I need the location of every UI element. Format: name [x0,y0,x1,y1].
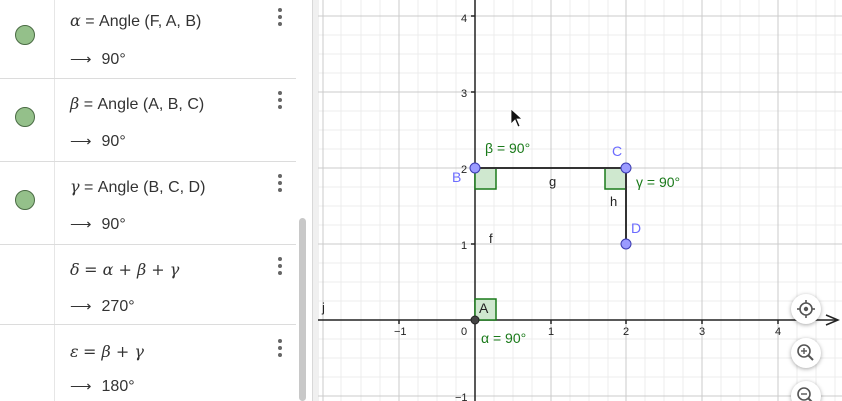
y-tick-label: 1 [461,240,467,252]
crosshair-icon [797,300,815,318]
output-arrow-icon: ⟶ [70,51,92,68]
angle-labels: α = 90° β = 90° γ = 90° [481,140,680,346]
segment-h-label: h [610,194,617,209]
output-arrow-icon: ⟶ [70,378,92,395]
x-tick-label: −1 [394,326,407,338]
angle-symbol: β [70,94,80,113]
point-d-label: D [631,220,641,236]
segment-labels: g h f j [321,174,617,315]
segment-g-label: g [549,174,556,189]
algebra-scrollbar[interactable] [299,218,306,401]
definition-text: = β + γ [83,342,144,361]
more-options-icon[interactable] [276,8,284,26]
algebra-item-gutter [0,245,55,324]
angle-symbol: ε [70,342,79,361]
angle-symbol: α [70,11,81,30]
segments[interactable] [475,167,627,244]
definition-text: = Angle (B, C, D) [84,179,206,196]
more-options-icon[interactable] [276,339,284,357]
more-options-icon[interactable] [276,91,284,109]
algebra-item-beta[interactable]: β = Angle (A, B, C) ⟶ 90° [0,79,296,162]
point-a[interactable] [470,315,480,325]
axes [318,0,840,401]
angle-alpha-marker[interactable] [474,298,497,321]
zoom-in-icon [797,344,814,361]
algebra-item-value: ⟶ 90° [70,50,126,69]
angle-gamma-label: γ = 90° [636,174,680,190]
visibility-toggle[interactable] [15,107,35,127]
output-arrow-icon: ⟶ [70,298,92,315]
minor-grid [318,0,842,401]
y-tick-label: 4 [461,13,467,25]
output-arrow-icon: ⟶ [70,133,92,150]
point-labels: A B C D [452,143,641,316]
algebra-item-gutter [0,325,55,401]
algebra-item-gutter [0,0,55,78]
major-grid [318,0,842,401]
view-divider[interactable] [312,0,319,401]
algebra-item-delta[interactable]: δ = α + β + γ ⟶ 270° [0,245,296,325]
algebra-item-gutter [0,79,55,161]
visibility-toggle[interactable] [15,190,35,210]
algebra-item-value: ⟶ 90° [70,215,126,234]
point-a-label: A [479,300,489,316]
algebra-item-value: ⟶ 90° [70,132,126,151]
standard-view-button[interactable] [791,294,821,324]
algebra-item-definition[interactable]: γ = Angle (B, C, D) [70,177,205,197]
value-text: 90° [101,51,126,68]
algebra-item-gutter [0,162,55,244]
output-arrow-icon: ⟶ [70,216,92,233]
more-options-icon[interactable] [276,174,284,192]
definition-text: = Angle (A, B, C) [83,96,205,113]
y-tick-label: 2 [461,164,467,176]
angle-symbol: γ [70,177,80,196]
definition-text: = Angle (F, A, B) [85,13,202,30]
points[interactable] [469,162,632,325]
line-j-label: j [321,300,325,315]
mouse-cursor-icon [510,108,524,128]
point-b-label: B [452,169,461,185]
x-tick-label: 1 [548,326,554,338]
algebra-item-alpha[interactable]: α = Angle (F, A, B) ⟶ 90° [0,0,296,79]
zoom-out-icon [797,387,813,401]
value-text: 270° [101,298,135,315]
angle-beta-label: β = 90° [485,140,530,156]
algebra-item-epsilon[interactable]: ε = β + γ ⟶ 180° [0,325,296,401]
x-tick-label: 2 [623,326,629,338]
y-tick-label: 3 [461,88,467,100]
point-c-label: C [612,143,622,159]
x-tick-label: 3 [699,326,705,338]
point-c[interactable] [620,162,632,174]
zoom-out-button[interactable] [791,381,821,401]
algebra-item-value: ⟶ 180° [70,377,135,396]
value-text: 180° [101,378,135,395]
graphics-canvas[interactable]: −1 1 2 3 4 4 3 2 1 −1 0 g h f j [318,0,842,401]
tick-labels: −1 1 2 3 4 4 3 2 1 −1 0 [394,13,781,401]
algebra-item-gamma[interactable]: γ = Angle (B, C, D) ⟶ 90° [0,162,296,245]
more-options-icon[interactable] [276,257,284,275]
point-d[interactable] [620,238,632,250]
visibility-toggle[interactable] [15,25,35,45]
angle-alpha-label: α = 90° [481,330,526,346]
algebra-item-definition[interactable]: β = Angle (A, B, C) [70,94,204,114]
segment-f-label: f [489,231,493,246]
zoom-in-button[interactable] [791,338,821,368]
point-b[interactable] [469,162,481,174]
definition-text: = α + β + γ [84,260,180,279]
value-text: 90° [101,216,126,233]
value-text: 90° [101,133,126,150]
algebra-item-definition[interactable]: α = Angle (F, A, B) [70,11,201,31]
x-tick-label: 4 [775,326,781,338]
algebra-item-definition[interactable]: ε = β + γ [70,342,144,362]
origin-label: 0 [461,326,467,338]
y-tick-label: −1 [455,392,468,401]
algebra-item-value: ⟶ 270° [70,297,135,316]
algebra-item-definition[interactable]: δ = α + β + γ [70,260,179,280]
algebra-view: α = Angle (F, A, B) ⟶ 90° β = Angle (A, B… [0,0,312,401]
graphics-view[interactable]: −1 1 2 3 4 4 3 2 1 −1 0 g h f j [318,0,842,401]
angle-symbol: δ [70,260,80,279]
